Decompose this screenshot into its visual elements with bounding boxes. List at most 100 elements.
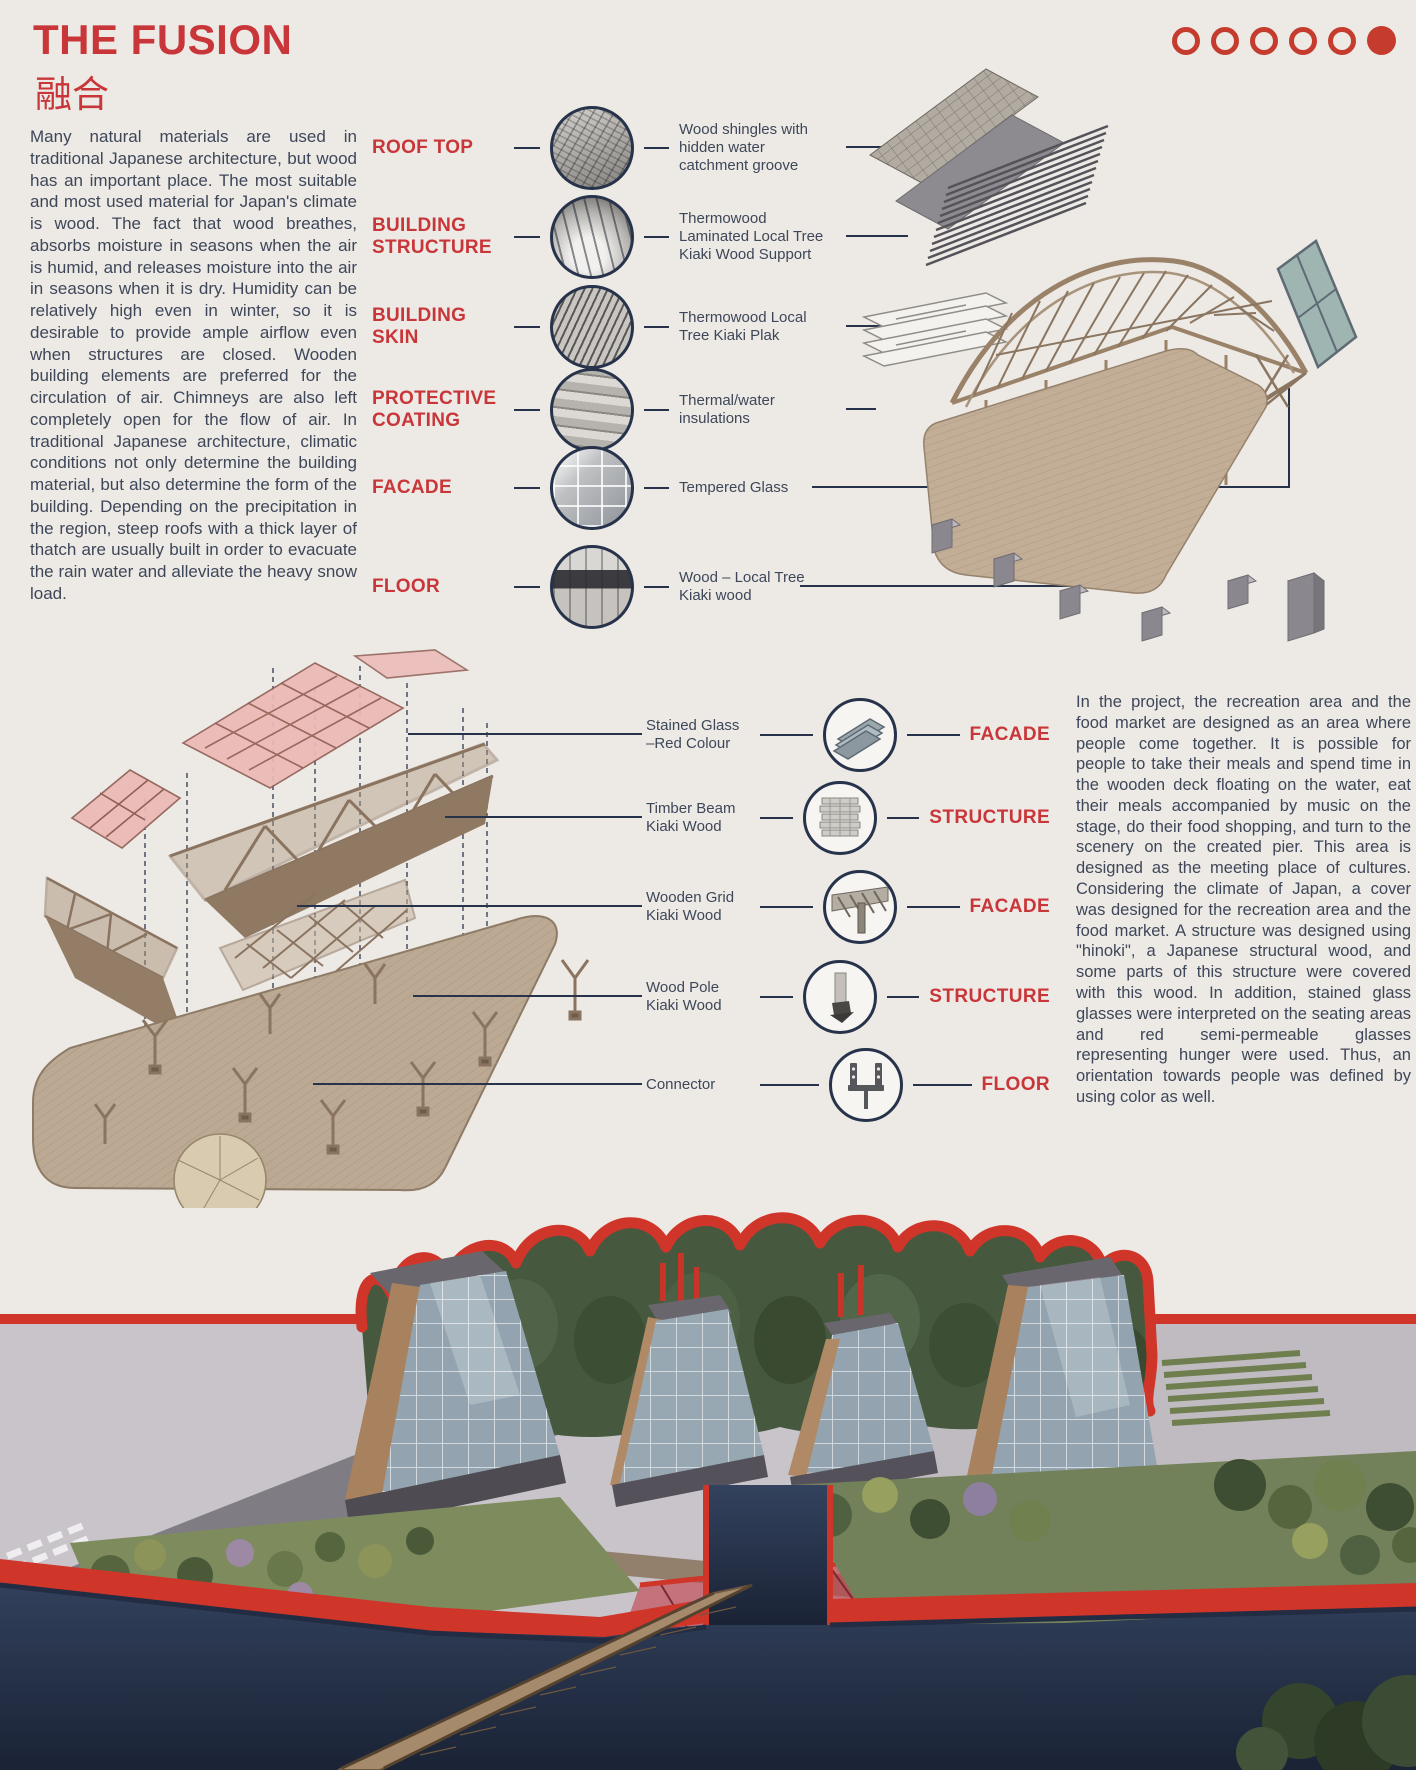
wood-pole-icon	[802, 960, 877, 1034]
page-subtitle-kanji: 融合	[35, 74, 109, 115]
component-description: Thermowood Local Tree Kiaki Plak	[679, 308, 807, 344]
assembly-description: Wood Pole Kiaki Wood	[646, 978, 722, 1014]
leader-line	[297, 905, 642, 907]
assembly-row: Wood Pole Kiaki Wood STRUCTURE	[646, 954, 1050, 1040]
leader-line	[643, 487, 669, 489]
page-indicator	[1172, 26, 1396, 55]
page-dot-icon	[1328, 26, 1356, 55]
component-description: Wood shingles with hidden water catchmen…	[679, 120, 808, 175]
red-band-left	[0, 1314, 366, 1324]
assembly-row: Connector FLOOR	[646, 1042, 1050, 1128]
insulation-stack	[861, 292, 1009, 367]
wooden-pier	[337, 1583, 753, 1770]
project-paragraph: In the project, the recreation area and …	[1076, 693, 1411, 1106]
glass-facade-photo	[549, 446, 634, 530]
insulation-layers-photo	[549, 368, 634, 452]
leader-line	[886, 996, 920, 998]
exploded-building-axonometric	[836, 55, 1416, 645]
leader-line	[760, 906, 813, 908]
roof-slat-layer	[925, 124, 1109, 267]
leader-line	[800, 585, 1140, 587]
leader-line	[760, 1084, 819, 1086]
leader-line	[760, 734, 813, 736]
assembly-description: Timber Beam Kiaki Wood	[646, 799, 736, 835]
leader-line	[408, 733, 642, 735]
component-row: FLOOR Wood – Local Tree Kiaki wood	[372, 539, 837, 635]
component-description: Thermowood Laminated Local Tree Kiaki Wo…	[679, 209, 824, 264]
component-row: BUILDING SKIN Thermowood Local Tree Kiak…	[372, 279, 837, 375]
leader-line	[912, 1084, 972, 1086]
leader-line	[643, 236, 669, 238]
leader-line	[313, 1083, 642, 1085]
page-dot-icon	[1250, 26, 1278, 55]
leader-line	[445, 816, 642, 818]
roof-shingle-layer	[869, 68, 1039, 184]
component-row: ROOF TOP Wood shingles with hidden water…	[372, 100, 837, 196]
leader-line	[514, 586, 540, 588]
page-dot-icon	[1172, 26, 1200, 55]
assembly-category-label: STRUCTURE	[929, 986, 1051, 1007]
timber-trusses	[43, 742, 500, 1040]
stained-glass-panels-icon	[822, 698, 897, 772]
leader-line	[413, 995, 642, 997]
assembly-category-label: FACADE	[969, 896, 1051, 917]
component-row: BUILDING STRUCTURE Thermowood Laminated …	[372, 189, 837, 285]
canal	[706, 1485, 830, 1625]
assembly-category-label: FACADE	[969, 724, 1051, 745]
leader-line	[643, 326, 669, 328]
leader-line	[846, 146, 894, 148]
component-description: Tempered Glass	[679, 478, 789, 496]
leader-line	[514, 487, 540, 489]
assembly-description: Wooden Grid Kiaki Wood	[646, 888, 735, 924]
leader-line	[643, 409, 669, 411]
leader-line	[1288, 388, 1290, 488]
component-row: FACADE Tempered Glass	[372, 440, 837, 536]
wood-plank-skin-photo	[549, 285, 634, 369]
branching-wood-poles	[93, 959, 590, 1155]
assembly-row: Timber Beam Kiaki Wood STRUCTURE	[646, 775, 1050, 861]
intro-paragraph: Many natural materials are used in tradi…	[30, 127, 357, 603]
leader-line	[846, 325, 882, 327]
leader-line	[643, 147, 669, 149]
assembly-row: Stained Glass –Red Colour FACADE	[646, 692, 1050, 778]
waterside-trees	[1236, 1675, 1416, 1770]
timber-beam-stack-icon	[802, 781, 877, 855]
page-dot-icon	[1289, 26, 1317, 55]
wooden-deck	[923, 348, 1268, 594]
leader-line	[514, 236, 540, 238]
component-row: PROTECTIVE COATING Thermal/water insulat…	[372, 362, 837, 458]
leader-line	[846, 235, 908, 237]
stained-glass-planes	[70, 649, 470, 849]
leader-line	[514, 326, 540, 328]
quay-red-edges	[0, 1559, 1416, 1644]
pavilion-2	[610, 1253, 768, 1507]
assembly-category-label: STRUCTURE	[929, 807, 1051, 828]
vineyard-rows	[1161, 1350, 1331, 1426]
wooden-grid-corner-icon	[822, 870, 897, 944]
leader-line	[514, 147, 540, 149]
component-label: BUILDING STRUCTURE	[372, 214, 492, 258]
assembly-description: Connector	[646, 1075, 716, 1093]
timber-structure-photo	[549, 195, 634, 279]
red-band-right	[1146, 1314, 1416, 1324]
tempered-glass-panels	[1276, 239, 1358, 370]
leader-line	[846, 408, 876, 410]
assembly-description: Stained Glass –Red Colour	[646, 716, 740, 752]
component-description: Thermal/water insulations	[679, 391, 775, 427]
roof-shingles-photo	[549, 106, 634, 190]
exploded-canopy-axonometric	[15, 648, 660, 1208]
steel-connector-icon	[828, 1048, 903, 1122]
component-label: PROTECTIVE COATING	[372, 387, 497, 431]
assembly-row: Wooden Grid Kiaki Wood FACADE	[646, 864, 1050, 950]
leader-line	[906, 734, 960, 736]
concrete-footings	[930, 518, 1326, 642]
page-title: THE FUSION	[33, 16, 293, 63]
page-dot-icon	[1211, 26, 1239, 55]
component-label: BUILDING SKIN	[372, 304, 467, 348]
leader-line	[886, 817, 920, 819]
component-label: ROOF TOP	[372, 136, 474, 158]
bushes-right	[808, 1459, 1416, 1575]
component-description: Wood – Local Tree Kiaki wood	[679, 568, 805, 604]
leader-line	[514, 409, 540, 411]
